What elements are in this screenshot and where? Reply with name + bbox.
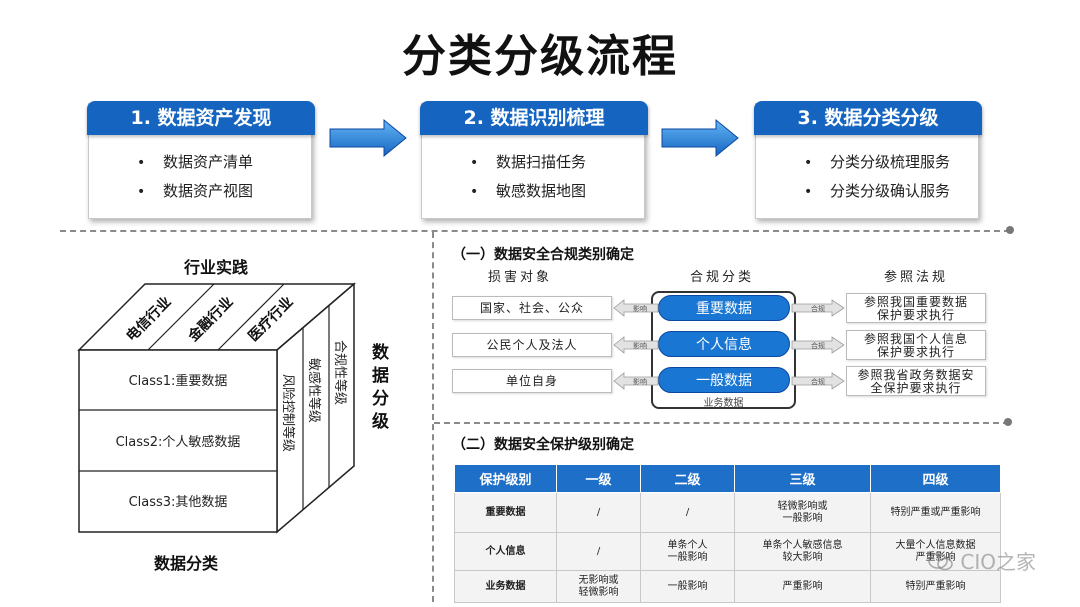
class-label: Class1:重要数据 [129,373,228,389]
arrow-label: 合规 [811,304,825,313]
class-label: Class2:个人敏感数据 [116,434,241,450]
bullet-icon: • [470,155,479,171]
table-cell: 单条个人 一般影响 [640,532,735,571]
cube-bottom-label: 数据分类 [154,554,219,573]
cube-side-label: 数据分级 [372,343,389,432]
business-data-caption: 业务数据 [703,398,744,409]
bullet-icon: • [137,184,146,200]
divider-horizontal-right [434,422,1009,424]
table-header: 四级 [870,464,1001,493]
step-items: •数据资产清单 •数据资产视图 [89,148,311,206]
step-item: •数据资产清单 [89,148,311,177]
bullet-icon: • [804,155,813,171]
protection-section-title: （二）数据安全保护级别确定 [452,437,634,453]
table-cell: 大量个人信息数据 严重影响 [870,532,1001,571]
table-cell: 轻微影响或 一般影响 [734,492,871,533]
arrow-right-icon [661,118,739,158]
table-cell: 无影响或 轻微影响 [556,570,641,603]
divider-horizontal [60,230,1010,232]
compliance-arrows: 合规 合规 合规 [791,299,845,390]
arrow-label: 影响 [633,377,647,386]
step-item: •数据扫描任务 [422,148,644,177]
arrow-left-icon [613,372,659,390]
business-data-frame [651,291,796,409]
level-label: 风险控制等级 [280,374,296,452]
step-item: •敏感数据地图 [422,177,644,206]
arrow-label: 合规 [811,377,825,386]
step-items: •数据扫描任务 •敏感数据地图 [422,148,644,206]
bullet-icon: • [804,184,813,200]
divider-dot-icon [1006,226,1014,234]
bullet-icon: • [137,155,146,171]
arrow-right-icon [791,336,845,354]
step-item: •数据资产视图 [89,177,311,206]
table-row: 重要数据 / / 轻微影响或 一般影响 特别严重或严重影响 [454,492,1001,533]
column-header: 合规分类 [690,270,755,285]
table-row: 个人信息 / 单条个人 一般影响 单条个人敏感信息 较大影响 大量个人信息数据 … [454,532,1001,571]
divider-vertical [432,232,434,602]
compliance-category-pill: 一般数据 [658,367,790,393]
level-label: 合规性等级 [332,340,348,405]
arrow-right-icon [329,118,407,158]
divider-dot-icon [1004,418,1012,426]
compliance-category-pill: 重要数据 [658,295,790,321]
table-cell: / [556,492,641,533]
table-cell: 特别严重或严重影响 [870,492,1001,533]
table-cell: 单条个人敏感信息 较大影响 [734,532,871,571]
compliance-section-title: （一）数据安全合规类别确定 [452,247,634,263]
table-cell: 个人信息 [454,532,557,571]
arrow-left-icon [613,299,659,317]
step-card-asset-discovery: 1. 数据资产发现 •数据资产清单 •数据资产视图 [87,101,315,219]
data-classification-cube: 电信行业 金融行业 医疗行业 Class1:重要数据 Class2:个人敏感数据… [77,282,357,534]
watermark: CIO之家 [928,546,1036,575]
table-header: 二级 [640,464,735,493]
arrow-right-icon [791,372,845,390]
step-card-classification: 3. 数据分类分级 •分类分级梳理服务 •分类分级确认服务 [754,101,982,219]
table-cell: 严重影响 [734,570,871,603]
page-title: 分类分级流程 [402,31,678,82]
step-item: •分类分级确认服务 [756,177,978,206]
step-item: •分类分级梳理服务 [756,148,978,177]
cube-top-label: 行业实践 [184,258,249,277]
table-row: 业务数据 无影响或 轻微影响 一般影响 严重影响 特别严重影响 [454,570,1001,603]
table-header: 三级 [734,464,871,493]
arrow-right-icon [791,299,845,317]
step-items: •分类分级梳理服务 •分类分级确认服务 [756,148,978,206]
table-cell: / [640,492,735,533]
bullet-icon: • [470,184,479,200]
table-cell: 一般影响 [640,570,735,603]
class-label: Class3:其他数据 [129,495,228,510]
step-title: 2. 数据识别梳理 [420,101,648,135]
table-header-row: 保护级别 一级 二级 三级 四级 [454,464,1001,493]
table-cell: 重要数据 [454,492,557,533]
protection-level-table: 保护级别 一级 二级 三级 四级 重要数据 / / 轻微影响或 一般影响 特别严… [454,464,1001,603]
arrow-label: 影响 [633,341,647,350]
regulation-box: 参照我国个人信息保护要求执行 [846,330,986,360]
table-cell: 业务数据 [454,570,557,603]
level-label: 敏感性等级 [306,358,322,423]
table-header: 一级 [556,464,641,493]
regulation-box: 参照我国重要数据保护要求执行 [846,293,986,323]
table-header: 保护级别 [454,464,557,493]
compliance-category-pill: 个人信息 [658,331,790,357]
table-cell: / [556,532,641,571]
arrow-left-icon [613,336,659,354]
harm-object-box: 公民个人及法人 [452,333,612,357]
arrow-label: 影响 [633,304,647,313]
regulation-box: 参照我省政务数据安全保护要求执行 [846,366,986,396]
table-cell: 特别严重影响 [870,570,1001,603]
harm-object-box: 单位自身 [452,369,612,393]
cube-front-face [78,349,278,533]
arrow-label: 合规 [811,341,825,350]
step-card-data-identification: 2. 数据识别梳理 •数据扫描任务 •敏感数据地图 [420,101,648,219]
column-header: 损害对象 [488,270,553,285]
harm-object-box: 国家、社会、公众 [452,296,612,320]
impact-arrows: 影响 影响 影响 [613,299,659,390]
step-title: 3. 数据分类分级 [754,101,982,135]
wechat-icon [928,553,953,571]
column-header: 参照法规 [884,270,949,285]
step-title: 1. 数据资产发现 [87,101,315,135]
